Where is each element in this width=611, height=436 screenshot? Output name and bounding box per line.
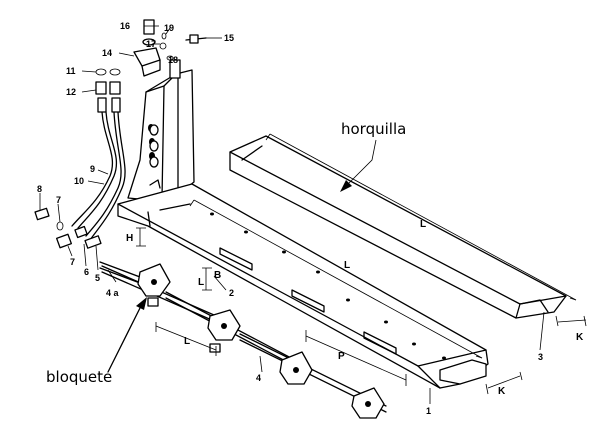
part-10-label: 10	[74, 176, 84, 186]
part-19-label: 19	[164, 23, 174, 33]
dimension-B: B	[214, 270, 221, 281]
part-5-label: 5	[95, 273, 100, 283]
annotation-arrows	[107, 180, 352, 373]
dimension-L-fork-main: L	[344, 260, 350, 271]
part-7b-label: 7	[70, 257, 75, 267]
part-12-label: 12	[66, 87, 76, 97]
part-2-label: 2	[229, 288, 234, 298]
dimension-P: P	[338, 351, 345, 362]
part-4-label: 4	[256, 373, 261, 383]
valve-block	[133, 19, 207, 77]
part-16-label: 16	[120, 21, 130, 31]
fork-top	[229, 135, 567, 319]
part-3-label: 3	[538, 352, 543, 362]
annotation-horquilla: horquilla	[341, 120, 406, 138]
dimension-K-bottom: K	[498, 386, 506, 397]
part-7a-label: 7	[56, 195, 61, 205]
annotation-bloquete: bloquete	[46, 368, 112, 386]
dimension-lines	[136, 133, 587, 395]
fork-main	[117, 183, 489, 389]
dimension-L-small: L	[198, 277, 204, 288]
part-6-label: 6	[84, 267, 89, 277]
dimension-H: H	[126, 233, 133, 244]
part-9-label: 9	[90, 164, 95, 174]
part-8-label: 8	[37, 184, 42, 194]
part-18-label: 18	[168, 55, 178, 65]
carriage-upright	[127, 59, 195, 201]
part-4a-label: 4 a	[106, 288, 120, 298]
part-1-label: 1	[426, 406, 431, 416]
left-fittings	[34, 207, 102, 249]
leader-lines	[39, 25, 545, 404]
bloquete-block-4	[351, 387, 385, 419]
dimension-K-right: K	[576, 332, 584, 343]
dimension-L-bar: L	[184, 336, 190, 347]
upper-fittings	[95, 68, 121, 113]
hoses	[71, 111, 126, 241]
part-17-label: 17	[146, 39, 156, 49]
part-14-label: 14	[102, 48, 112, 58]
bloquete-block-2	[207, 309, 241, 353]
part-15-label: 15	[224, 33, 234, 43]
bloquete-block-3	[279, 351, 313, 385]
part-11-label: 11	[66, 66, 76, 76]
dimension-L-fork-top: L	[420, 219, 426, 230]
bloquete-block-1	[137, 263, 171, 307]
